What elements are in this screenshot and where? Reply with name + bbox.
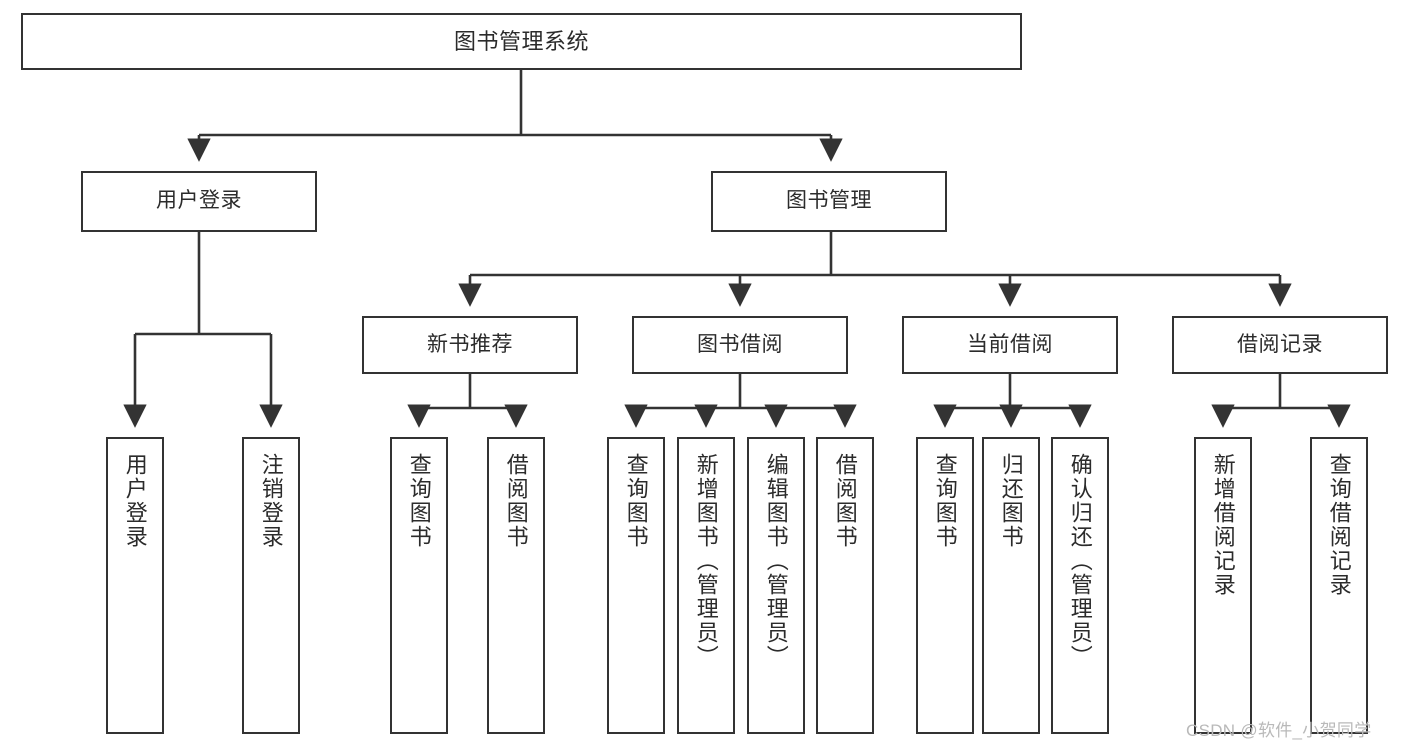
leaf-book-borrow-0-label: 查询图书 bbox=[623, 453, 649, 549]
node-borrow-record[interactable]: 借阅记录 bbox=[1172, 316, 1388, 374]
leaf-book-borrow-3[interactable]: 借阅图书 bbox=[816, 437, 874, 734]
node-root[interactable]: 图书管理系统 bbox=[21, 13, 1022, 70]
csdn-watermark: CSDN @软件_小贺同学 bbox=[1186, 721, 1372, 740]
node-borrow-record-label: 借阅记录 bbox=[1237, 332, 1323, 356]
leaf-current-borrow-1[interactable]: 归还图书 bbox=[982, 437, 1040, 734]
node-root-label: 图书管理系统 bbox=[453, 28, 589, 54]
leaf-user-login-1-label: 注销登录 bbox=[258, 453, 284, 549]
leaf-borrow-record-1[interactable]: 查询借阅记录 bbox=[1310, 437, 1368, 734]
node-book-management-label: 图书管理 bbox=[786, 189, 872, 213]
leaf-current-borrow-2[interactable]: 确认归还（管理员） bbox=[1051, 437, 1109, 734]
leaf-new-book-recommend-1-label: 借阅图书 bbox=[503, 453, 529, 549]
leaf-book-borrow-3-label: 借阅图书 bbox=[832, 453, 858, 549]
leaf-user-login-1[interactable]: 注销登录 bbox=[242, 437, 300, 734]
leaf-borrow-record-1-label: 查询借阅记录 bbox=[1326, 453, 1352, 597]
leaf-current-borrow-2-label: 确认归还（管理员） bbox=[1067, 453, 1093, 669]
leaf-user-login-0[interactable]: 用户登录 bbox=[106, 437, 164, 734]
leaf-new-book-recommend-0-label: 查询图书 bbox=[406, 453, 432, 549]
leaf-book-borrow-2[interactable]: 编辑图书（管理员） bbox=[747, 437, 805, 734]
leaf-user-login-0-label: 用户登录 bbox=[122, 453, 148, 549]
leaf-book-borrow-0[interactable]: 查询图书 bbox=[607, 437, 665, 734]
node-book-management[interactable]: 图书管理 bbox=[711, 171, 947, 232]
node-book-borrow-label: 图书借阅 bbox=[697, 332, 783, 356]
leaf-current-borrow-0[interactable]: 查询图书 bbox=[916, 437, 974, 734]
leaf-book-borrow-1[interactable]: 新增图书（管理员） bbox=[677, 437, 735, 734]
leaf-book-borrow-1-label: 新增图书（管理员） bbox=[693, 453, 719, 669]
leaf-current-borrow-1-label: 归还图书 bbox=[998, 453, 1024, 549]
node-new-book-recommend-label: 新书推荐 bbox=[427, 332, 513, 356]
leaf-new-book-recommend-1[interactable]: 借阅图书 bbox=[487, 437, 545, 734]
leaf-book-borrow-2-label: 编辑图书（管理员） bbox=[763, 453, 789, 669]
leaf-borrow-record-0-label: 新增借阅记录 bbox=[1210, 453, 1236, 597]
node-new-book-recommend[interactable]: 新书推荐 bbox=[362, 316, 578, 374]
leaf-new-book-recommend-0[interactable]: 查询图书 bbox=[390, 437, 448, 734]
node-current-borrow[interactable]: 当前借阅 bbox=[902, 316, 1118, 374]
leaf-borrow-record-0[interactable]: 新增借阅记录 bbox=[1194, 437, 1252, 734]
node-user-login[interactable]: 用户登录 bbox=[81, 171, 317, 232]
node-user-login-label: 用户登录 bbox=[156, 189, 242, 213]
node-book-borrow[interactable]: 图书借阅 bbox=[632, 316, 848, 374]
node-current-borrow-label: 当前借阅 bbox=[967, 332, 1053, 356]
leaf-current-borrow-0-label: 查询图书 bbox=[932, 453, 958, 549]
